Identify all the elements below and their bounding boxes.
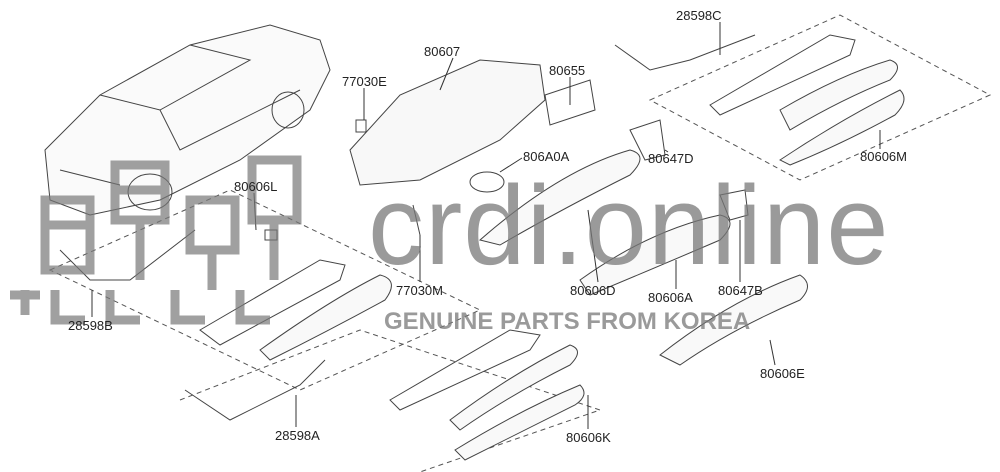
watermark-tagline: GENUINE PARTS FROM KOREA: [384, 308, 751, 335]
part-label-28598b[interactable]: 28598B: [68, 318, 113, 333]
part-label-80606d[interactable]: 80606D: [570, 283, 616, 298]
watermark-site: crdi.online: [368, 163, 890, 288]
part-label-28598a[interactable]: 28598A: [275, 428, 320, 443]
part-label-77030m[interactable]: 77030M: [396, 283, 443, 298]
part-label-80606e[interactable]: 80606E: [760, 366, 805, 381]
part-label-80606l[interactable]: 80606L: [234, 179, 278, 194]
part-label-80606m[interactable]: 80606M: [860, 149, 907, 164]
part-label-80606k[interactable]: 80606K: [566, 430, 611, 445]
part-label-80647b[interactable]: 80647B: [718, 283, 763, 298]
part-label-80607[interactable]: 80607: [424, 44, 461, 59]
part-label-28598c[interactable]: 28598C: [676, 8, 722, 23]
part-label-80606a[interactable]: 80606A: [648, 290, 693, 305]
part-label-806a0a[interactable]: 806A0A: [523, 149, 570, 164]
part-label-80647d[interactable]: 80647D: [648, 151, 694, 166]
part-label-77030e[interactable]: 77030E: [342, 74, 387, 89]
part-label-80655[interactable]: 80655: [549, 63, 586, 78]
